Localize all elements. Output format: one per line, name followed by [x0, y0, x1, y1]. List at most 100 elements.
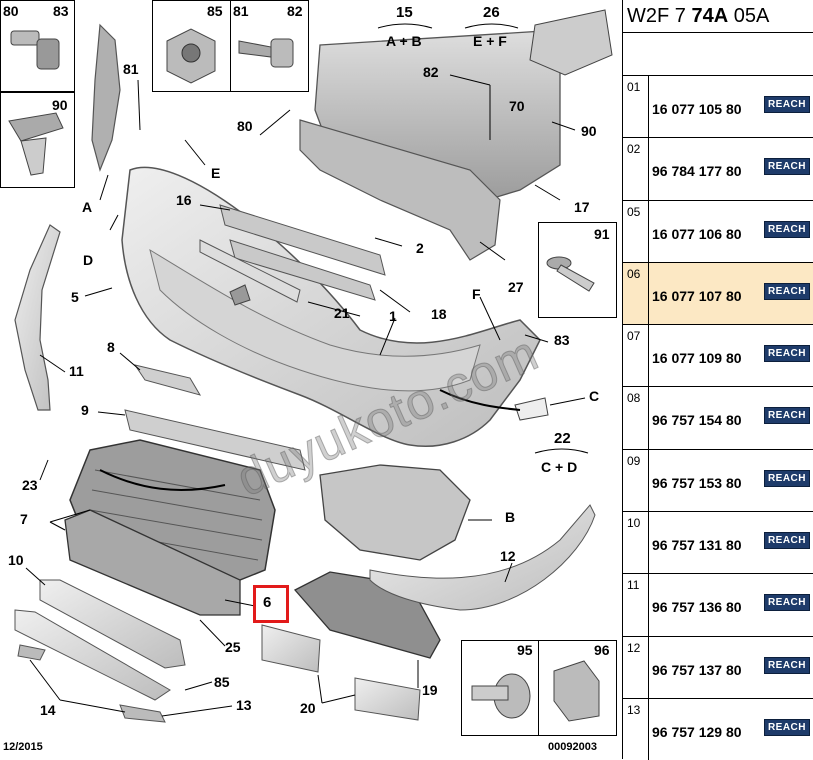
- label-2[interactable]: 2: [416, 240, 424, 256]
- label-22[interactable]: 22: [554, 430, 571, 447]
- nut-icon: [166, 28, 216, 84]
- part-number[interactable]: 16 077 106 80: [652, 225, 742, 242]
- label-82-inset[interactable]: 82: [287, 3, 303, 19]
- reach-badge[interactable]: REACH: [763, 158, 810, 176]
- bolt-icon: [10, 30, 60, 70]
- label-13[interactable]: 13: [236, 697, 252, 713]
- part-number[interactable]: 16 077 107 80: [652, 287, 742, 304]
- inset-91: [538, 222, 617, 318]
- label-17[interactable]: 17: [574, 199, 590, 215]
- label-group-26: E + F: [473, 33, 507, 49]
- row-index: 06: [623, 262, 649, 325]
- reach-badge[interactable]: REACH: [763, 220, 810, 238]
- label-90[interactable]: 90: [581, 123, 597, 139]
- highlight-part-6[interactable]: [253, 585, 289, 623]
- inset-90: [0, 92, 75, 188]
- part-number[interactable]: 96 757 136 80: [652, 599, 742, 616]
- bracket-clip-icon: [553, 660, 600, 722]
- label-19[interactable]: 19: [422, 682, 438, 698]
- part-number[interactable]: 96 757 129 80: [652, 723, 742, 740]
- label-8[interactable]: 8: [107, 339, 115, 355]
- label-F[interactable]: F: [472, 286, 481, 302]
- label-26[interactable]: 26: [483, 4, 500, 21]
- part-number[interactable]: 96 784 177 80: [652, 163, 742, 180]
- label-83-inset[interactable]: 83: [53, 3, 69, 19]
- reach-badge[interactable]: REACH: [763, 469, 810, 487]
- label-21[interactable]: 21: [334, 305, 350, 321]
- label-91[interactable]: 91: [594, 226, 610, 242]
- label-23[interactable]: 23: [22, 477, 38, 493]
- label-15[interactable]: 15: [396, 4, 413, 21]
- strip-14b-shape: [17, 644, 46, 661]
- label-80[interactable]: 80: [237, 118, 253, 134]
- label-81-inset[interactable]: 81: [233, 3, 249, 19]
- label-27[interactable]: 27: [508, 279, 524, 295]
- label-82[interactable]: 82: [423, 64, 439, 80]
- reach-badge[interactable]: REACH: [763, 718, 810, 736]
- inset-81-82: [230, 0, 309, 92]
- label-81[interactable]: 81: [123, 61, 139, 77]
- label-10[interactable]: 10: [8, 552, 24, 568]
- clip-icon: [8, 112, 64, 176]
- part-number[interactable]: 96 757 131 80: [652, 537, 742, 554]
- label-70[interactable]: 70: [509, 98, 525, 114]
- label-80-inset[interactable]: 80: [3, 3, 19, 19]
- label-12[interactable]: 12: [500, 548, 516, 564]
- label-25[interactable]: 25: [225, 639, 241, 655]
- label-90-inset[interactable]: 90: [52, 97, 68, 113]
- part-number[interactable]: 16 077 105 80: [652, 101, 742, 117]
- label-5[interactable]: 5: [71, 289, 79, 305]
- label-20[interactable]: 20: [300, 700, 316, 716]
- group-bracket-22: [534, 448, 589, 454]
- reach-badge[interactable]: REACH: [763, 345, 810, 363]
- label-85[interactable]: 85: [214, 674, 230, 690]
- label-96[interactable]: 96: [594, 642, 610, 658]
- trim-21-shape: [199, 239, 301, 303]
- reach-badge[interactable]: REACH: [763, 282, 810, 300]
- label-E[interactable]: E: [211, 165, 221, 181]
- label-95[interactable]: 95: [517, 642, 533, 658]
- label-11[interactable]: 11: [69, 363, 84, 379]
- bumper-inner-shape: [149, 248, 481, 392]
- title-bold: 74A: [691, 5, 729, 27]
- label-6[interactable]: 6: [263, 594, 272, 611]
- reach-badge[interactable]: REACH: [763, 532, 810, 550]
- part-number[interactable]: 16 077 109 80: [652, 350, 742, 367]
- part-number[interactable]: 96 757 153 80: [652, 474, 742, 491]
- part-number[interactable]: 96 757 137 80: [652, 661, 742, 678]
- reach-badge[interactable]: REACH: [763, 594, 810, 612]
- label-D[interactable]: D: [83, 252, 94, 268]
- label-9[interactable]: 9: [81, 402, 89, 418]
- label-16[interactable]: 16: [176, 192, 192, 208]
- reach-badge[interactable]: REACH: [763, 656, 810, 674]
- label-14[interactable]: 14: [40, 702, 56, 718]
- reach-badge[interactable]: REACH: [763, 96, 810, 113]
- label-85-inset[interactable]: 85: [207, 3, 223, 19]
- leader-lines: [25, 74, 586, 717]
- label-7[interactable]: 7: [20, 511, 28, 527]
- screw-icon: [238, 38, 294, 68]
- label-B[interactable]: B: [505, 509, 516, 525]
- label-18[interactable]: 18: [431, 306, 447, 322]
- label-C[interactable]: C: [589, 388, 600, 404]
- label-83[interactable]: 83: [554, 332, 570, 348]
- grille-9-shape: [124, 409, 306, 471]
- reach-badge[interactable]: REACH: [763, 407, 810, 425]
- absorber-beam-shape: [299, 119, 501, 261]
- label-A[interactable]: A: [82, 199, 93, 215]
- label-1[interactable]: 1: [389, 308, 397, 324]
- strip-20a-shape: [261, 624, 321, 673]
- part-number[interactable]: 96 757 154 80: [652, 412, 742, 429]
- label-group-15: A + B: [386, 33, 422, 49]
